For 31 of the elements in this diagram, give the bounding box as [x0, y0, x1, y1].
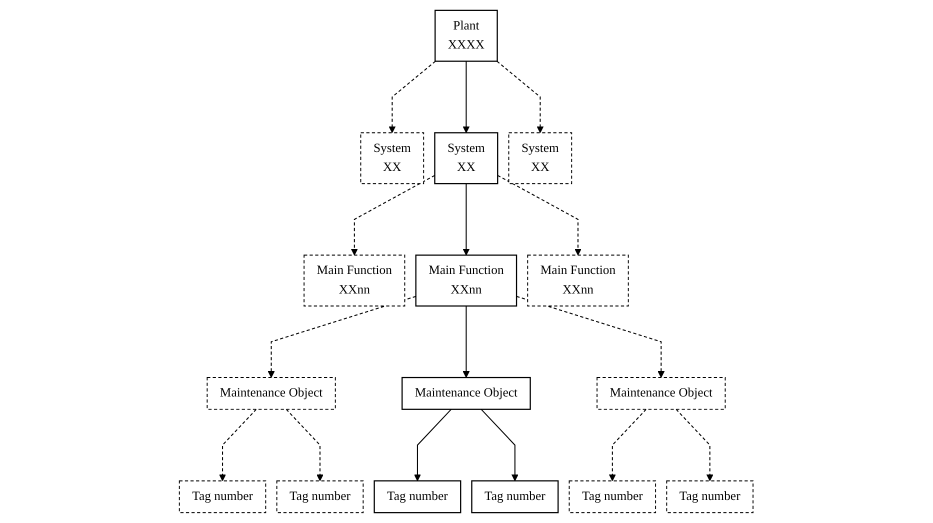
arrow	[463, 61, 470, 134]
node-box: Tag number	[179, 480, 266, 514]
arrow	[388, 60, 436, 134]
arrow	[268, 296, 416, 378]
node-box: Maintenance Object	[596, 377, 726, 410]
arrow	[351, 174, 436, 256]
node-box: Tag number	[569, 480, 656, 514]
node-box: System XX	[434, 132, 499, 184]
arrow	[414, 408, 452, 482]
node-box: Plant XXXX	[434, 10, 498, 62]
node-box: Maintenance Object	[402, 376, 532, 410]
arrow	[463, 184, 470, 256]
node-box: Tag number	[276, 480, 364, 514]
node-box: System XX	[508, 132, 572, 184]
arrow	[609, 408, 647, 482]
node-box: Main Function XXnn	[416, 254, 518, 307]
node-box: Tag number	[374, 480, 462, 514]
arrow	[463, 306, 470, 378]
arrow	[676, 408, 714, 482]
node-box: Main Function XXnn	[304, 254, 406, 306]
node-box: Maintenance Object	[207, 377, 336, 410]
arrow	[498, 174, 582, 256]
arrow	[286, 408, 324, 482]
arrow	[481, 408, 519, 482]
arrow	[496, 60, 544, 134]
arrow	[219, 408, 257, 482]
node-box: System XX	[360, 132, 424, 184]
node-box: Tag number	[471, 480, 559, 514]
node-box: Tag number	[666, 480, 754, 514]
arrow	[516, 296, 665, 378]
node-box: Main Function XXnn	[527, 254, 630, 306]
